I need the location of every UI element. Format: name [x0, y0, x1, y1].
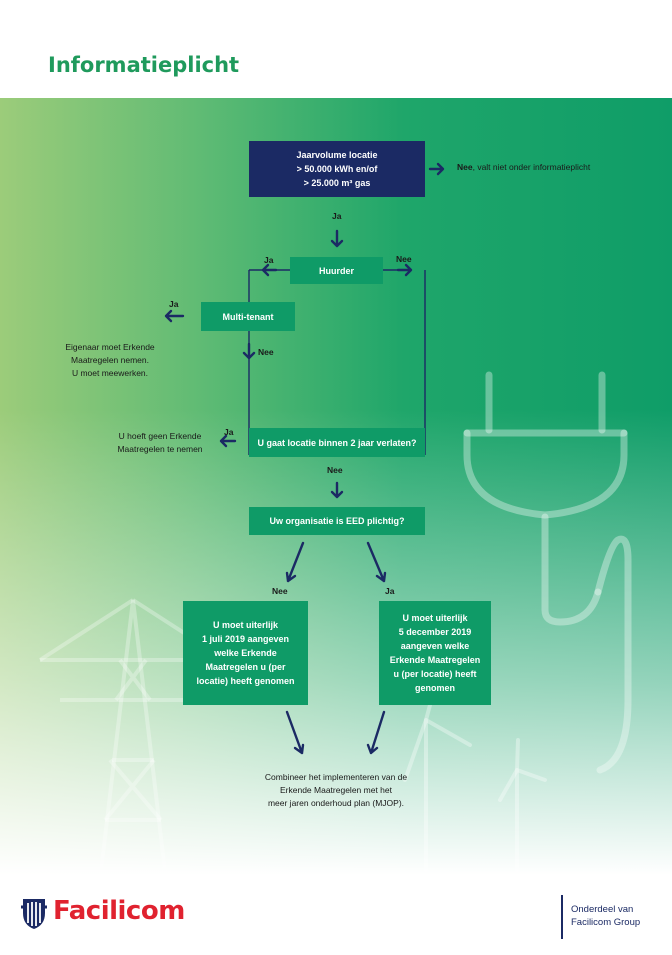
hoeft-geen-line: Maatregelen te nemen	[117, 444, 203, 454]
eed-label: Uw organisatie is EED plichtig?	[269, 516, 405, 526]
brand-name: Facilicom	[53, 896, 185, 926]
page-title: Informatieplicht	[48, 53, 240, 77]
box-verlaten: U gaat locatie binnen 2 jaar verlaten?	[249, 428, 425, 457]
ja-label-huurder: Ja	[264, 255, 274, 265]
ja-label-eed: Ja	[385, 586, 395, 596]
ja-box-line: u (per locatie) heeft	[393, 669, 477, 679]
nee-label-huurder: Nee	[396, 254, 412, 264]
jaarvolume-line1: Jaarvolume locatie	[296, 150, 378, 160]
combineer-line: Erkende Maatregelen met het	[280, 785, 392, 795]
hoeft-geen-text: U hoeft geen Erkende Maatregelen te neme…	[95, 430, 225, 456]
nee-label-verlaten: Nee	[327, 465, 343, 475]
combineer-line: Combineer het implementeren van de	[264, 772, 408, 782]
box-jaarvolume: Jaarvolume locatie > 50.000 kWh en/of > …	[249, 141, 425, 197]
nee-box-line: Maatregelen u (per	[205, 662, 286, 672]
footer-divider	[561, 895, 563, 939]
ja-box-line: Erkende Maatregelen	[389, 655, 481, 665]
nee-label: Nee	[457, 162, 473, 172]
box-nee-deadline: U moet uiterlijk 1 juli 2019 aangeven we…	[183, 601, 308, 705]
group-line2: Facilicom Group	[571, 917, 641, 928]
footer	[0, 875, 672, 955]
eigenaar-line: Maatregelen nemen.	[71, 355, 149, 365]
box-multitenant: Multi-tenant	[201, 302, 295, 331]
huurder-label: Huurder	[318, 265, 354, 276]
ja-label-1: Ja	[332, 211, 342, 221]
valt-niet-label: , valt niet onder informatieplicht	[472, 162, 591, 172]
nee-box-line: welke Erkende	[214, 648, 277, 658]
ja-box-line: U moet uiterlijk	[402, 613, 468, 623]
verlaten-label: U gaat locatie binnen 2 jaar verlaten?	[257, 437, 417, 448]
box-eed: Uw organisatie is EED plichtig?	[249, 507, 425, 535]
eigenaar-line: U moet meewerken.	[71, 368, 149, 378]
nee-valt-niet-text: Nee, valt niet onder informatieplicht	[457, 161, 590, 174]
facilicom-logo-icon	[21, 899, 47, 929]
nee-label-multitenant: Nee	[258, 347, 274, 357]
footer-group-text: Onderdeel van Facilicom Group	[571, 903, 640, 929]
group-line1: Onderdeel van	[571, 904, 634, 915]
ja-box-line: 5 december 2019	[398, 627, 472, 637]
box-huurder: Huurder	[290, 257, 383, 284]
nee-box-line: locatie) heeft genomen	[196, 676, 295, 686]
jaarvolume-line3: > 25.000 m³ gas	[303, 178, 371, 188]
multitenant-label: Multi-tenant	[222, 311, 274, 322]
box-ja-deadline: U moet uiterlijk 5 december 2019 aangeve…	[379, 601, 491, 705]
turbine-illustration	[403, 703, 547, 872]
nee-box-line: 1 juli 2019 aangeven	[201, 634, 290, 644]
jaarvolume-line2: > 50.000 kWh en/of	[296, 164, 378, 174]
combineer-line: meer jaren onderhoud plan (MJOP).	[267, 798, 405, 808]
combineer-text: Combineer het implementeren van de Erken…	[236, 771, 436, 810]
plug-illustration	[463, 371, 632, 774]
ja-label-multitenant: Ja	[169, 299, 179, 309]
nee-label-eed: Nee	[272, 586, 288, 596]
ja-label-verlaten: Ja	[224, 427, 234, 437]
nee-box-line: U moet uiterlijk	[212, 620, 278, 630]
ja-box-line: aangeven welke	[400, 641, 470, 651]
ja-box-line: genomen	[414, 683, 455, 693]
eigenaar-text: Eigenaar moet Erkende Maatregelen nemen.…	[40, 341, 180, 380]
eigenaar-line: Eigenaar moet Erkende	[65, 342, 155, 352]
hoeft-geen-line: U hoeft geen Erkende	[118, 431, 202, 441]
